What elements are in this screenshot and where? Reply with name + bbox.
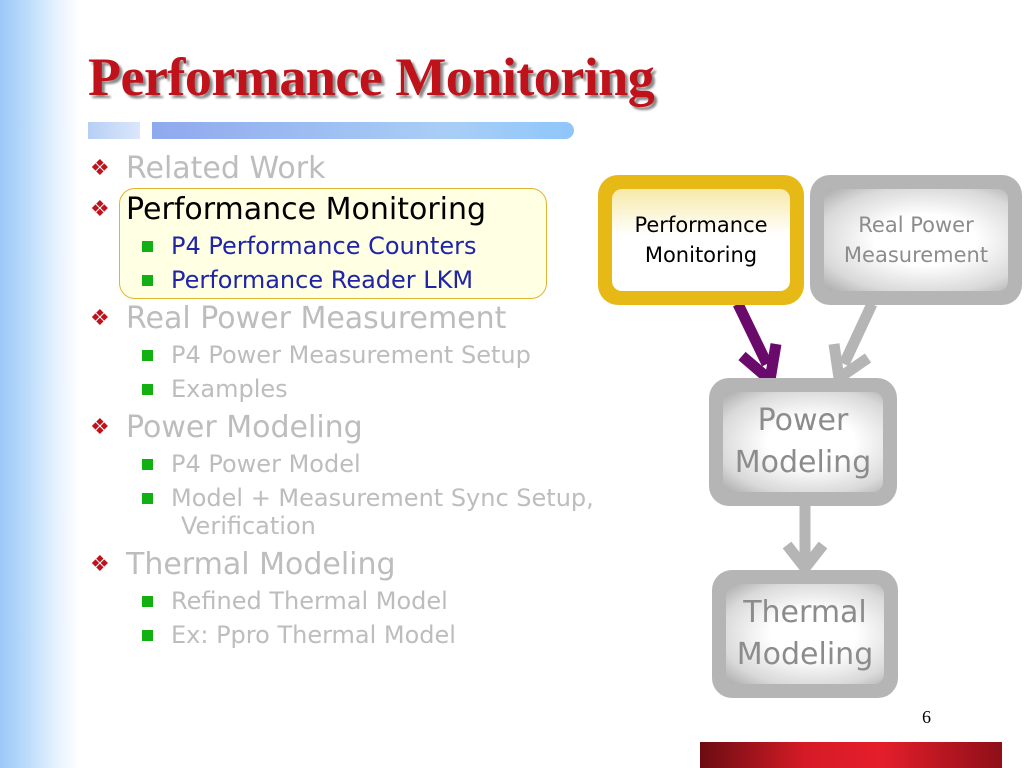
diagram-box-performance-monitoring: Performance Monitoring [598,175,804,305]
outline-subitem-performance-reader-lkm: Performance Reader LKM [171,266,474,294]
diagram-box-inner: Thermal Modeling [726,584,884,684]
outline-subitem-refined-thermal-model: Refined Thermal Model [171,587,448,615]
outline-item-power-modeling: Power Modeling [126,410,363,445]
left-gradient-band [0,0,80,768]
diamond-bullet-icon: ❖ [90,415,110,440]
arrow-perf-to-power [733,301,782,391]
arrow-power-to-thermal [782,505,828,577]
page-number: 6 [922,707,931,727]
diagram-box-inner: Real Power Measurement [824,189,1008,291]
outline-subitem-p4-performance-counters: P4 Performance Counters [171,232,477,260]
square-bullet-icon [142,350,153,361]
outline-subitem-ppro-thermal-model: Ex: Ppro Thermal Model [171,621,456,649]
diagram-box-label-line1: Thermal [743,595,867,630]
outline-subitem-examples: Examples [171,375,288,403]
outline-item-real-power-measurement: Real Power Measurement [126,301,507,336]
title-underline-bar [152,122,574,139]
diamond-bullet-icon: ❖ [90,156,110,181]
diagram-box-label-line2: Measurement [843,243,989,267]
diagram-box-inner: Performance Monitoring [612,189,790,291]
footer-accent-bar [700,742,1002,768]
diagram-box-label-line1: Power [757,403,849,438]
diagram-box-label-line2: Monitoring [644,243,758,267]
diagram-box-label-line1: Performance [634,213,768,237]
arrow-realpower-to-power [828,301,877,388]
diamond-bullet-icon: ❖ [90,552,110,577]
outline-subitem-p4-power-measurement-setup: P4 Power Measurement Setup [171,341,531,369]
slide-title: Performance Monitoring [88,47,655,107]
square-bullet-icon [142,459,153,470]
diagram-box-power-modeling: Power Modeling [709,378,897,506]
square-bullet-icon [142,630,153,641]
diagram-box-thermal-modeling: Thermal Modeling [712,570,898,698]
outline-item-thermal-modeling: Thermal Modeling [126,547,396,582]
square-bullet-icon [142,493,153,504]
outline-subitem-verification: Verification [181,512,316,540]
square-bullet-icon [142,596,153,607]
square-bullet-icon [142,384,153,395]
square-bullet-icon [142,275,153,286]
diagram-box-label-line2: Modeling [736,637,874,672]
diagram-box-real-power-measurement: Real Power Measurement [810,175,1022,305]
diagram-box-label-line1: Real Power [858,213,974,237]
diagram-box-label-line2: Modeling [734,445,872,480]
current-section-highlight [119,188,547,299]
outline-item-related-work: Related Work [126,151,326,186]
outline-item-performance-monitoring: Performance Monitoring [126,192,487,227]
diamond-bullet-icon: ❖ [90,306,110,331]
title-underline-left [88,122,140,139]
square-bullet-icon [142,241,153,252]
outline-subitem-p4-power-model: P4 Power Model [171,450,361,478]
diamond-bullet-icon: ❖ [90,197,110,222]
diagram-box-inner: Power Modeling [723,392,883,492]
outline-subitem-model-measurement-sync: Model + Measurement Sync Setup, [171,484,594,512]
